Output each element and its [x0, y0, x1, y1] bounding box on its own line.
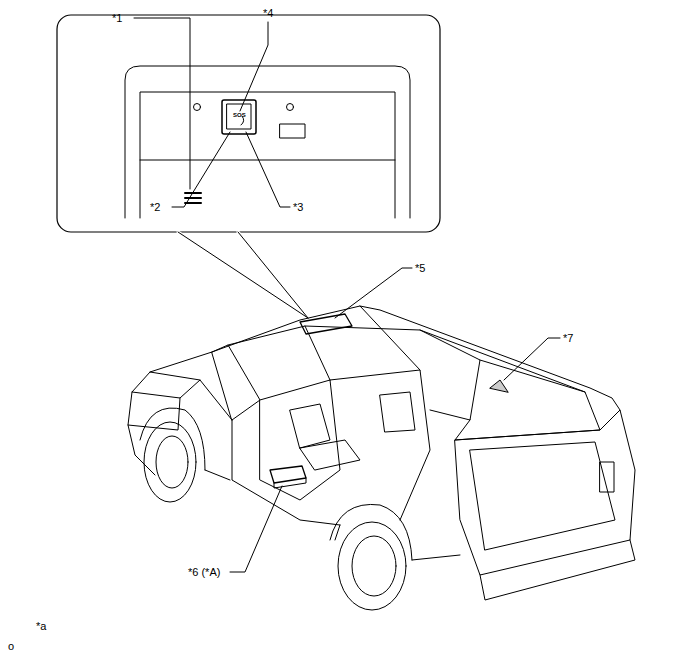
console-inner — [140, 92, 395, 218]
console-lamp — [287, 104, 294, 111]
console-switch — [280, 124, 305, 138]
leader-line — [246, 132, 290, 207]
console-outline — [125, 66, 410, 218]
callout-number: *6 (*A) — [188, 566, 220, 578]
figure-code: o — [8, 640, 14, 652]
zoom-pointer-mask — [178, 232, 308, 318]
leader-line — [134, 18, 190, 189]
legend-key: *a — [36, 620, 46, 632]
zoom-panel — [57, 15, 440, 232]
sos-switch — [222, 100, 256, 134]
leader-line — [240, 22, 268, 111]
callout-number: *4 — [263, 7, 273, 19]
leader-line — [172, 132, 230, 207]
callout-number: *7 — [563, 332, 573, 344]
callout-number: *5 — [415, 262, 425, 274]
callout-number: *2 — [150, 201, 160, 213]
zoom-pointer — [178, 232, 308, 318]
leader-line — [335, 268, 412, 318]
switch-text: SOS — [233, 112, 246, 119]
leader-line — [230, 486, 282, 572]
sos-button — [227, 104, 251, 129]
callout-number: *1 — [112, 12, 122, 24]
console-lamp — [194, 104, 201, 111]
callout-number: *3 — [293, 201, 303, 213]
console-edge — [140, 160, 395, 161]
leader-line — [504, 338, 560, 380]
vehicle — [128, 306, 635, 610]
